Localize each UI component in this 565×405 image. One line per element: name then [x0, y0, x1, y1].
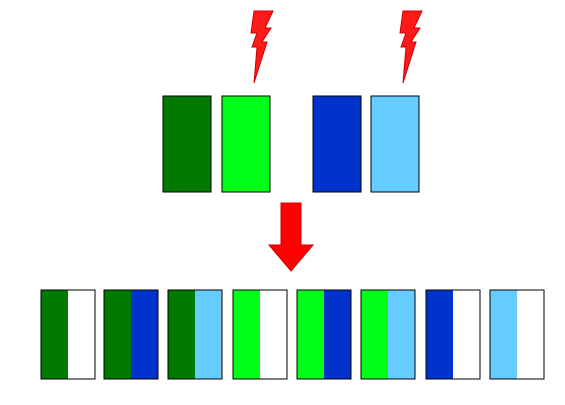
light-blue-tile: [370, 95, 420, 193]
result-pair: [40, 289, 96, 380]
pair-right-half: [195, 290, 222, 379]
pair-right-half: [131, 290, 158, 379]
result-pair: [296, 289, 352, 380]
bright-green-tile: [221, 95, 271, 193]
lightning-bolt-icon: [250, 10, 274, 84]
pair-left-half: [41, 290, 68, 379]
pair-left-half: [104, 290, 131, 379]
merge-arrow: [267, 202, 315, 272]
result-pair: [425, 289, 481, 380]
result-pair: [232, 289, 288, 380]
result-pairs-row: [40, 289, 545, 380]
lightning-bolts: [250, 10, 423, 84]
pair-right-half: [453, 290, 480, 379]
pair-outline: [296, 289, 352, 380]
pair-right-half: [324, 290, 351, 379]
pair-left-half: [361, 290, 388, 379]
pair-left-half: [490, 290, 517, 379]
result-pair: [103, 289, 159, 380]
pair-right-half: [68, 290, 95, 379]
down-arrow-icon: [267, 202, 315, 272]
pair-outline: [167, 289, 223, 380]
pair-outline: [489, 289, 545, 380]
dark-blue-tile: [312, 95, 362, 193]
pair-outline: [360, 289, 416, 380]
pair-outline: [40, 289, 96, 380]
pair-right-half: [260, 290, 287, 379]
pair-outline: [232, 289, 288, 380]
pair-left-half: [297, 290, 324, 379]
pair-left-half: [168, 290, 195, 379]
pair-right-half: [388, 290, 415, 379]
pair-left-half: [426, 290, 453, 379]
dark-green-tile: [162, 95, 212, 193]
result-pair: [167, 289, 223, 380]
lightning-bolt-icon: [399, 10, 423, 84]
result-pair: [360, 289, 416, 380]
result-pair: [489, 289, 545, 380]
source-tiles-row: [162, 95, 420, 193]
pair-outline: [425, 289, 481, 380]
pair-outline: [103, 289, 159, 380]
pair-right-half: [517, 290, 544, 379]
pair-left-half: [233, 290, 260, 379]
